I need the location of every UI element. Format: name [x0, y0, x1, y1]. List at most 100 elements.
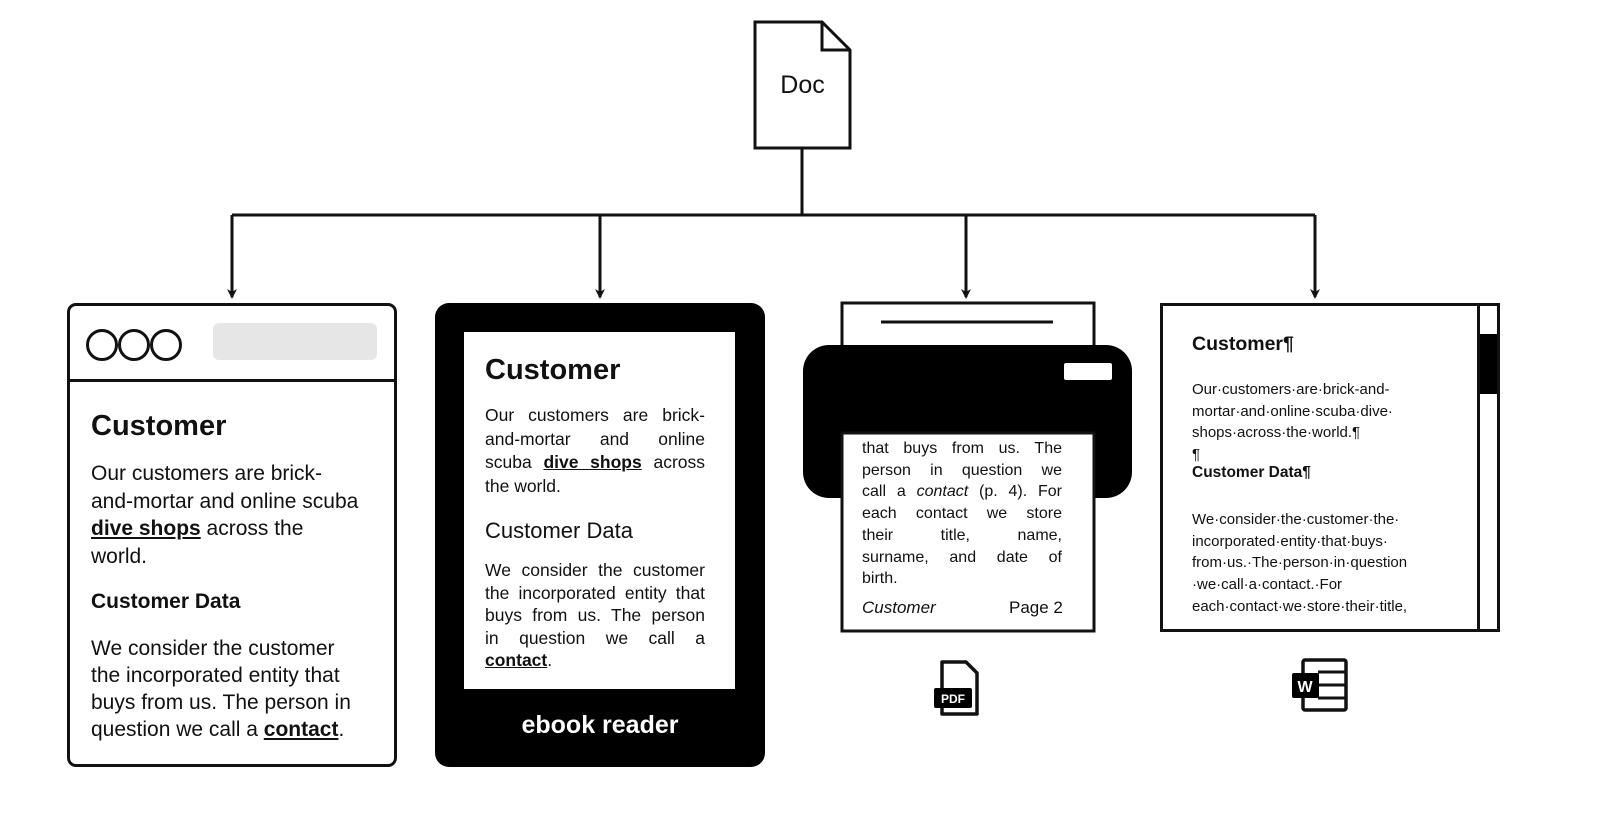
text-line: the incorporated entity that: [91, 662, 351, 689]
paragraph: We·consider·the·customer·the· incorporate…: [1192, 509, 1407, 618]
text-segment: person in question we: [862, 461, 1062, 479]
text-line: each contact we store: [862, 503, 1062, 525]
page-footer-right: Page 2: [1009, 598, 1063, 617]
text-segment: ·we·call·a·contact.·For: [1192, 576, 1343, 594]
ebook-screen: Customer Our customers are brick-and-mor…: [464, 332, 735, 689]
text-line: their title, name,: [862, 525, 1062, 547]
text-line: mortar·and·online·scuba·dive·: [1192, 401, 1393, 423]
window-control-icon[interactable]: [86, 329, 118, 361]
text-line: in question we call a: [485, 627, 705, 650]
paragraph: We consider the customer the incorporated…: [91, 635, 351, 743]
doc-icon: [753, 20, 852, 150]
page-title: Customer¶: [1192, 333, 1294, 355]
text-segment: the incorporated entity that: [91, 664, 340, 687]
browser-window: Customer Our customers are brick-and-mor…: [67, 303, 397, 767]
word-file-icon: W: [1292, 658, 1348, 712]
link-text[interactable]: dive shops: [91, 517, 201, 540]
link-text[interactable]: dive shops: [543, 452, 642, 472]
text-line: We consider the customer: [485, 559, 705, 582]
text-segment: scuba: [485, 452, 544, 472]
text-segment: buys from us. The person in: [91, 691, 351, 714]
text-segment: Our·customers·are·brick-and-: [1192, 381, 1390, 398]
text-line: each·contact·we·store·their·title,: [1192, 596, 1407, 618]
text-segment: and-mortar and online scuba: [91, 489, 359, 513]
text-segment: and-mortar and online: [485, 428, 705, 449]
text-segment: across: [641, 452, 706, 472]
page-footer-left: Customer: [862, 598, 936, 617]
doc-label: Doc: [780, 71, 825, 99]
text-segment: the incorporated entity that: [485, 582, 705, 603]
text-line: birth.: [862, 568, 1062, 590]
text-segment: birth.: [862, 570, 898, 588]
text-segment: surname, and date of: [862, 548, 1062, 566]
text-line: shops·across·the·world.¶: [1192, 422, 1393, 444]
text-line: call a contact (p. 4). For: [862, 481, 1062, 503]
text-segment: ¶: [1192, 446, 1201, 464]
section-heading: Customer Data¶: [1192, 464, 1311, 481]
text-line: incorporated·entity·that·buys·: [1192, 531, 1407, 553]
address-bar[interactable]: [213, 323, 377, 360]
text-segment: question we call a: [91, 718, 264, 741]
printer-icon: [803, 301, 1132, 633]
link-text[interactable]: contact: [485, 650, 548, 670]
scrollbar[interactable]: [1477, 306, 1497, 629]
svg-text:PDF: PDF: [941, 692, 965, 706]
text-segment: Our customers are brick-: [91, 462, 323, 485]
paragraph: Our·customers·are·brick-and-mortar·and·o…: [1192, 379, 1393, 466]
text-segment: each·contact·we·store·their·title,: [1192, 597, 1408, 615]
text-segment: We consider the customer: [91, 637, 335, 660]
window-control-icon[interactable]: [118, 329, 150, 361]
text-line: Our customers are brick-: [91, 460, 358, 488]
text-segment: buys from us. The person: [485, 605, 705, 625]
text-line: ·we·call·a·contact.·For: [1192, 574, 1407, 596]
text-segment: world.: [91, 544, 148, 568]
text-line: We consider the customer: [91, 635, 351, 662]
text-line: scuba dive shops across: [485, 451, 705, 475]
text-line: that buys from us. The: [862, 438, 1062, 460]
text-line: world.: [91, 543, 358, 571]
text-line: and-mortar and online scuba: [91, 488, 358, 516]
text-line: contact.: [485, 649, 705, 672]
scrollbar-thumb[interactable]: [1480, 334, 1497, 394]
text-segment: We·consider·the·customer·the·: [1192, 511, 1400, 528]
link-text[interactable]: contact: [263, 718, 339, 741]
section-heading: Customer Data: [485, 518, 633, 543]
device-label: ebook reader: [521, 711, 679, 739]
text-line: Our·customers·are·brick-and-: [1192, 379, 1393, 401]
text-segment: .: [338, 718, 345, 741]
text-line: person in question we: [862, 460, 1062, 482]
text-segment: .: [547, 650, 553, 670]
text-line: ¶: [1192, 444, 1393, 466]
text-segment: that buys from us. The: [862, 440, 1062, 457]
text-segment: the world.: [485, 475, 561, 496]
text-segment: mortar·and·online·scuba·dive·: [1192, 402, 1393, 420]
text-segment: their title, name,: [862, 526, 1062, 544]
text-segment: contact: [916, 483, 969, 501]
browser-toolbar: [70, 306, 394, 382]
text-segment: Our customers are brick-: [485, 405, 705, 425]
svg-text:W: W: [1297, 679, 1313, 696]
text-line: buys from us. The person in: [91, 689, 351, 716]
printed-paragraph: that buys from us. The person in question…: [862, 438, 1062, 590]
section-heading: Customer Data: [91, 590, 241, 613]
text-line: buys from us. The person: [485, 604, 705, 627]
text-segment: each contact we store: [862, 505, 1062, 523]
text-segment: We consider the customer: [485, 560, 705, 580]
window-control-icon[interactable]: [150, 329, 182, 361]
text-line: surname, and date of: [862, 547, 1062, 569]
text-line: the world.: [485, 475, 705, 499]
pdf-file-icon: PDF: [934, 660, 979, 716]
paragraph: Our customers are brick-and-mortar and o…: [91, 460, 358, 570]
text-line: from·us.·The·person·in·question: [1192, 552, 1407, 574]
text-segment: in question we call a: [485, 627, 705, 648]
text-segment: from·us.·The·person·in·question: [1192, 554, 1408, 572]
text-line: Our customers are brick-: [485, 404, 705, 428]
text-line: dive shops across the: [91, 515, 358, 543]
text-line: We·consider·the·customer·the·: [1192, 509, 1407, 531]
paragraph: Our customers are brick-and-mortar and o…: [485, 404, 705, 498]
text-line: the incorporated entity that: [485, 582, 705, 605]
page-title: Customer: [91, 410, 227, 442]
